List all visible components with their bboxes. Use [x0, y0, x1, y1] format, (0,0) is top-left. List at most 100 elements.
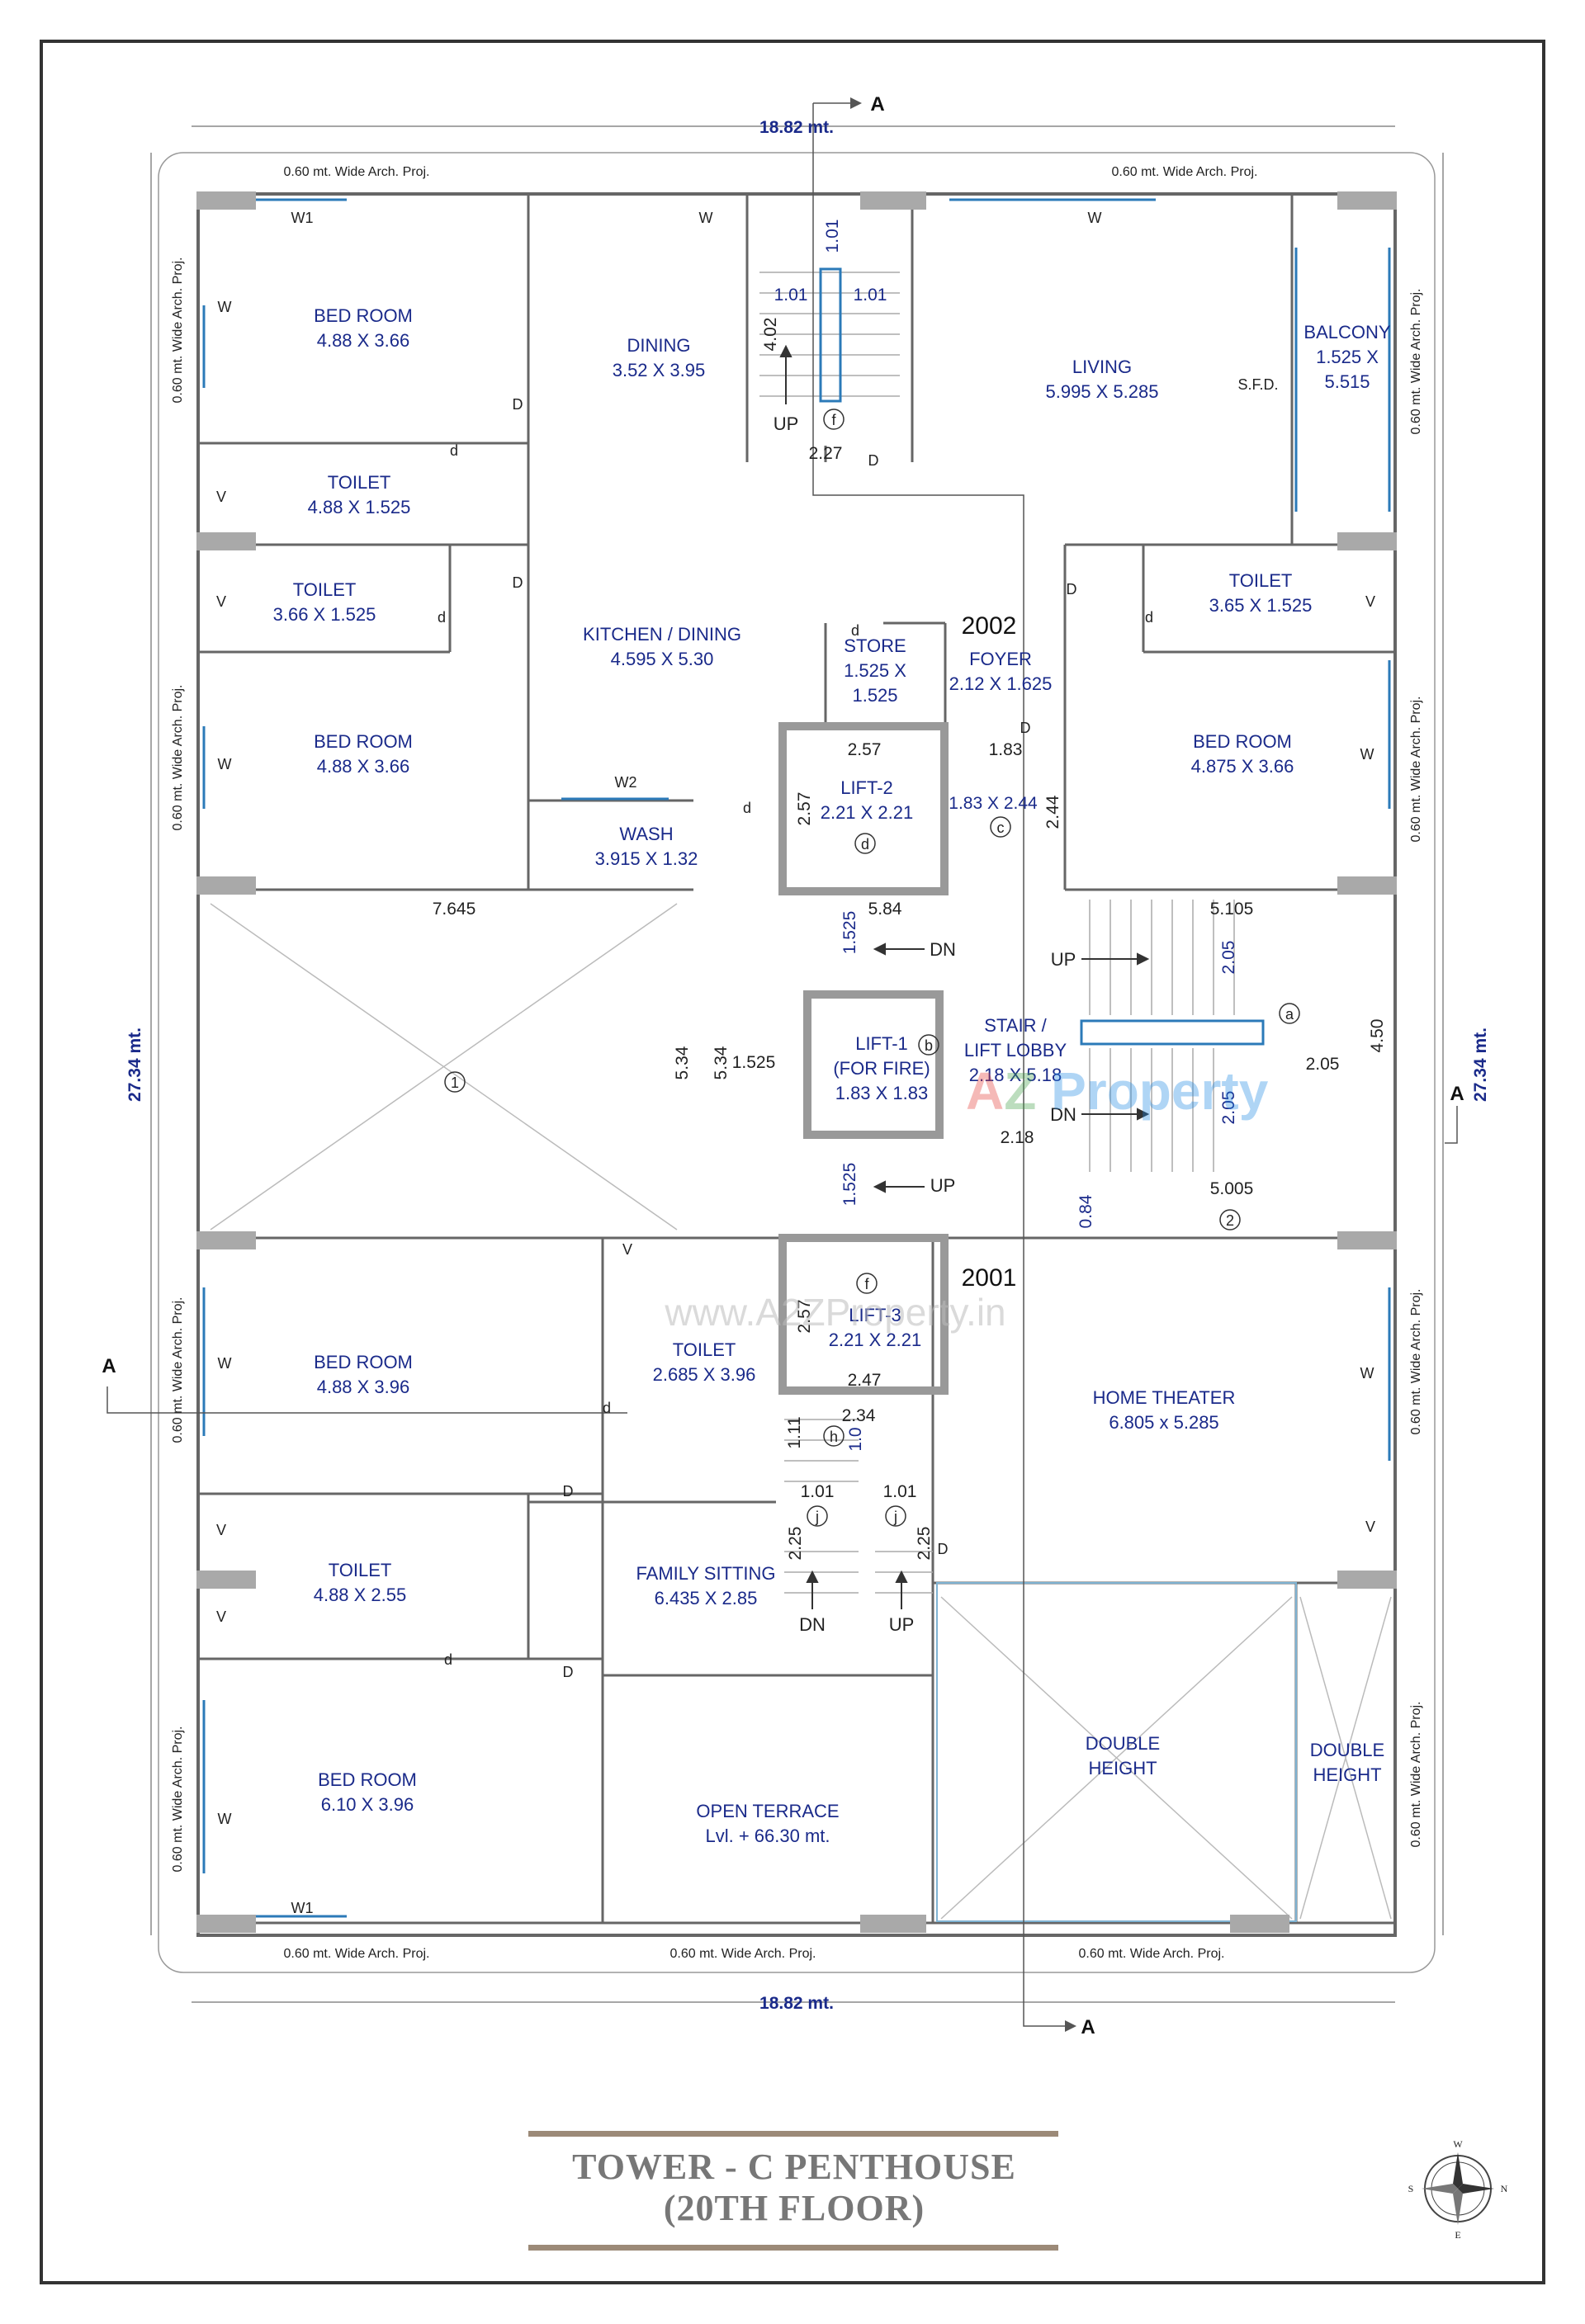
compass-s: S: [1408, 2183, 1414, 2194]
dim-stair-lower-1-01-r: 1.01: [883, 1482, 917, 1501]
room-balcony-name: BALCONY: [1303, 322, 1390, 342]
tag-v-toilet5b: V: [216, 1608, 226, 1625]
tag-v-toilet5a: V: [216, 1522, 226, 1538]
room-toilet5-name: TOILET: [329, 1560, 392, 1580]
section-mark-a-right: A: [1450, 1083, 1464, 1105]
tag-w-bed1: W: [218, 299, 232, 315]
room-bed4-size: 4.88 X 3.96: [317, 1377, 410, 1397]
tag-w-living: W: [1088, 210, 1102, 226]
circle-h: h: [830, 1429, 838, 1445]
stair-well-lobby: [1080, 1019, 1265, 1046]
tag-w-bed2: W: [218, 756, 232, 772]
dim-lobby-5-005: 5.005: [1210, 1179, 1254, 1198]
circle-f-upper: f: [831, 412, 836, 428]
tag-sfd: S.F.D.: [1237, 376, 1278, 393]
dim-lobby-2-05-h: 2.05: [1306, 1055, 1340, 1074]
room-bed1-name: BED ROOM: [314, 305, 413, 326]
tag-d-toilet2: d: [438, 609, 446, 626]
room-bed4-name: BED ROOM: [314, 1352, 413, 1372]
room-toilet4-name: TOILET: [673, 1339, 736, 1360]
dim-stair-lower-1-0: 1.0: [846, 1427, 865, 1451]
room-dh2-name: DOUBLE: [1310, 1740, 1384, 1760]
tag-d-toilet1: d: [450, 442, 458, 459]
interior-walls: [196, 194, 1395, 1925]
room-toilet2-name: TOILET: [293, 579, 357, 600]
room-bed5-name: BED ROOM: [318, 1769, 417, 1790]
flat-number-2001: 2001: [962, 1264, 1017, 1292]
stair-arrows: [779, 344, 1150, 1609]
room-bed5-size: 6.10 X 3.96: [321, 1794, 414, 1815]
tag-d-toilet4: d: [603, 1400, 611, 1416]
compass-n: N: [1501, 2183, 1508, 2194]
dim-stair-lower-1-11: 1.11: [785, 1416, 804, 1448]
tag-v-toilet4: V: [622, 1241, 632, 1258]
tag-d-toilet3: d: [1145, 609, 1153, 626]
dim-lobby-2-18: 2.18: [1001, 1128, 1034, 1147]
circle-markers: [444, 409, 1300, 1527]
tag-d-bed4: D: [563, 1483, 574, 1500]
room-dining-size: 3.52 X 3.95: [613, 360, 706, 380]
room-lobby-name2: LIFT LOBBY: [964, 1040, 1067, 1060]
room-bed1-size: 4.88 X 3.66: [317, 330, 410, 351]
title-bar-top: [528, 2131, 1058, 2137]
watermark-url: www.A2ZProperty.in: [664, 1291, 1005, 1334]
circle-j-left: j: [815, 1509, 819, 1525]
proj-top-right: 0.60 mt. Wide Arch. Proj.: [1112, 165, 1258, 179]
proj-bottom-mid: 0.60 mt. Wide Arch. Proj.: [670, 1947, 816, 1961]
room-wash-size: 3.915 X 1.32: [595, 848, 698, 869]
dim-lift2-1-83: 1.83: [989, 740, 1023, 759]
room-toilet2-size: 3.66 X 1.525: [273, 604, 376, 625]
stair-steps: [759, 272, 1235, 1594]
sheet-border: [40, 40, 1545, 2284]
void-area: [210, 903, 1392, 1920]
proj-left-4: 0.60 mt. Wide Arch. Proj.: [171, 1726, 185, 1873]
proj-left-2: 0.60 mt. Wide Arch. Proj.: [171, 685, 185, 831]
circle-j-right: j: [893, 1509, 897, 1525]
circle-1: 1: [451, 1075, 459, 1091]
section-cut-lines: [106, 102, 1458, 2027]
room-toilet1-name: TOILET: [328, 472, 391, 493]
label-up-main: UP: [774, 413, 799, 434]
room-lift1-sub: (FOR FIRE): [833, 1058, 930, 1079]
room-lobby-size: 2.18 X 5.18: [969, 1065, 1062, 1085]
dim-lift2-2-57-v: 2.57: [795, 792, 814, 826]
room-terrace-level: Lvl. + 66.30 mt.: [705, 1826, 830, 1846]
room-toilet1-size: 4.88 X 1.525: [308, 497, 411, 517]
room-toilet5-size: 4.88 X 2.55: [314, 1585, 407, 1605]
dim-stair-1-01-v: 1.01: [823, 220, 842, 253]
dim-stair-lower-2-25-r: 2.25: [915, 1527, 934, 1561]
dim-lift2-2-57-h: 2.57: [848, 740, 882, 759]
room-lift2-size: 2.21 X 2.21: [821, 802, 914, 823]
stair-well-upper: [819, 267, 842, 403]
proj-right-3: 0.60 mt. Wide Arch. Proj.: [1409, 1289, 1423, 1435]
dim-lift1-1-525-bottom: 1.525: [840, 1163, 859, 1207]
windows: [202, 198, 1391, 1918]
overall-depth-left: 27.34 mt.: [125, 1027, 144, 1102]
plan-title: TOWER - C PENTHOUSE: [572, 2147, 1016, 2187]
room-family-name: FAMILY SITTING: [636, 1563, 775, 1584]
tag-v-theater: V: [1365, 1519, 1375, 1535]
dim-lobby-5-105: 5.105: [1210, 900, 1254, 919]
room-wash-name: WASH: [619, 824, 673, 844]
dim-lift3-2-57-v: 2.57: [795, 1300, 814, 1334]
circle-a: a: [1285, 1006, 1294, 1023]
dim-lobby-5-34: 5.34: [712, 1046, 731, 1079]
label-dn-lobby-mid: DN: [1050, 1104, 1076, 1125]
tag-d-kitchen: D: [513, 574, 523, 591]
section-mark-a-top: A: [870, 93, 884, 116]
proj-top-left: 0.60 mt. Wide Arch. Proj.: [284, 165, 430, 179]
room-lift3-size: 2.21 X 2.21: [829, 1330, 922, 1350]
dim-lobby-1-525-h: 1.525: [732, 1053, 776, 1072]
room-store-name: STORE: [844, 635, 906, 656]
dim-lobby-2-05-top: 2.05: [1219, 941, 1238, 975]
dim-stair-2-27: 2.27: [809, 444, 843, 463]
dim-lobby-2-05-bottom: 2.05: [1219, 1091, 1238, 1125]
dim-lobby-0-84: 0.84: [1076, 1194, 1095, 1228]
dim-void-5-34: 5.34: [673, 1046, 692, 1079]
dim-lobby-1-83x2-44: 1.83 X 2.44: [949, 794, 1038, 813]
compass-e: E: [1455, 2229, 1460, 2241]
tag-v-toilet2: V: [216, 593, 226, 610]
dim-stair-lower-2-25-l: 2.25: [786, 1527, 805, 1561]
tag-d-foyer: D: [1067, 581, 1077, 598]
